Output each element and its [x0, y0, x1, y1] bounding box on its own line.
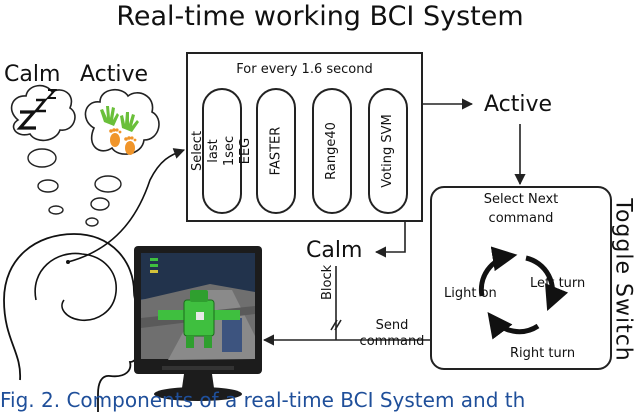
toggle-switch-title: Toggle Switch	[608, 190, 638, 370]
sleep-zzz-icon	[16, 89, 58, 130]
command-right-turn: Right turn	[510, 346, 576, 361]
block-label: Block	[320, 265, 335, 300]
select-next-label: Select Next command	[483, 192, 559, 226]
diagram-title: Real-time working BCI System	[116, 1, 524, 32]
step-voting-svm: Voting SVM	[368, 88, 408, 214]
figure-caption: Fig. 2. Components of a real-time BCI Sy…	[0, 388, 526, 412]
block-mark	[330, 319, 338, 331]
step-select-eeg: Select last 1sec EEG	[190, 88, 253, 214]
block-text: Block	[320, 264, 335, 300]
hands-feet-icon	[100, 106, 139, 155]
send-command-label: Send command	[359, 318, 425, 349]
command-left-turn: Left turn	[530, 276, 586, 291]
step-range40: Range40	[312, 88, 352, 214]
step-label: Select last 1sec EEG	[190, 130, 254, 172]
toggle-switch-box	[430, 186, 612, 370]
head-silhouette-icon	[3, 233, 153, 412]
to-calm-arrow	[374, 222, 406, 258]
monitor-icon	[134, 246, 262, 401]
cycle-arrows-icon	[478, 246, 569, 340]
small-thought-bubbles	[27, 148, 122, 227]
block-mark	[334, 319, 342, 331]
robot-game-icon	[158, 290, 240, 348]
eeg-signal-arrow	[67, 148, 186, 263]
step-label: FASTER	[268, 126, 283, 176]
step-faster: FASTER	[256, 88, 296, 214]
processing-header: For every 1.6 second	[236, 62, 373, 77]
brain-outline	[34, 252, 117, 321]
step-label: Voting SVM	[380, 114, 395, 188]
command-light-on: Light on	[444, 286, 497, 301]
toggle-switch-title-text: Toggle Switch	[610, 198, 636, 362]
calm-output-label: Calm	[306, 238, 363, 263]
processing-box	[186, 52, 423, 222]
calm-state-label: Calm	[4, 62, 61, 87]
active-state-label: Active	[80, 62, 149, 87]
step-label: Range40	[324, 122, 339, 180]
active-output-label: Active	[484, 92, 553, 117]
